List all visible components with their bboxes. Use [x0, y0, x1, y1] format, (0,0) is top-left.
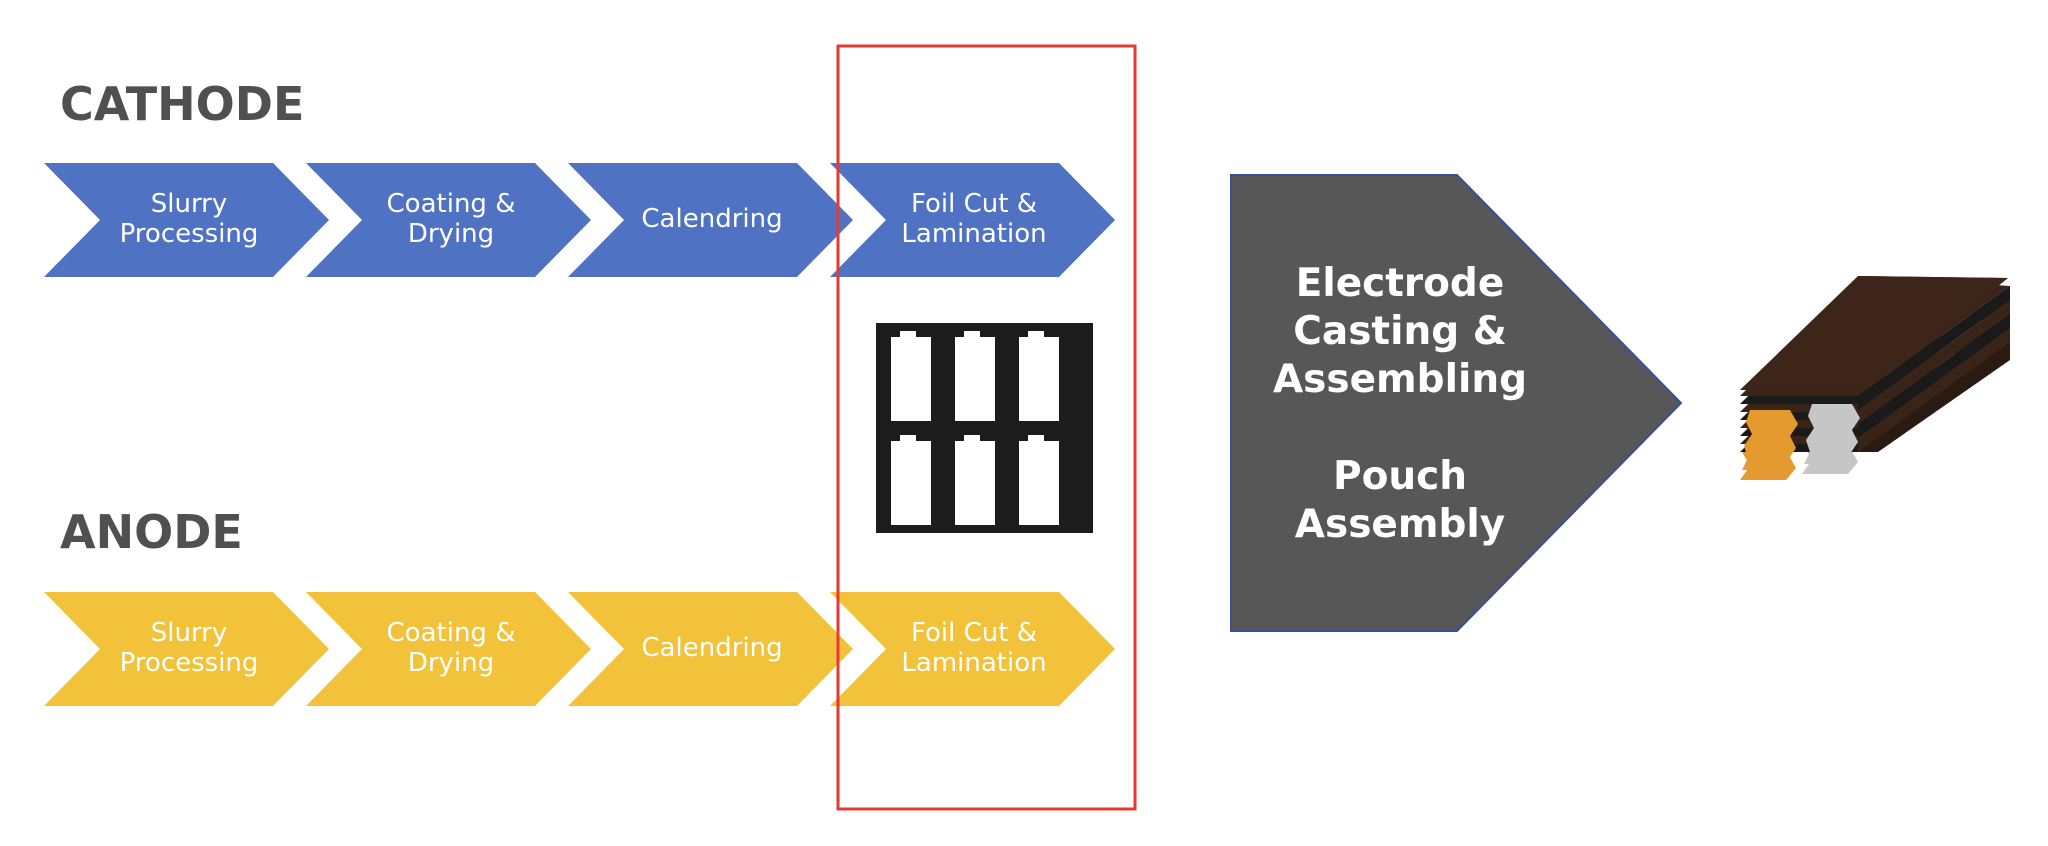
step-label-line2: Drying — [408, 648, 494, 678]
step-label-line1: Slurry — [151, 189, 228, 219]
step-label-line1: Coating & — [387, 189, 516, 219]
anode-step-foil-cut: Foil Cut & Lamination — [830, 592, 1115, 706]
final-step-line1: Electrode — [1296, 261, 1505, 306]
step-label-line2: Processing — [120, 648, 259, 678]
pouch-cell-stack-icon — [1740, 276, 2010, 480]
final-step-line6: Assembly — [1295, 502, 1505, 547]
final-step-line3: Assembling — [1273, 357, 1527, 402]
anode-step-slurry: Slurry Processing — [44, 592, 329, 706]
final-step-line2: Casting & — [1293, 309, 1506, 354]
step-label-line1: Calendring — [641, 633, 782, 663]
step-label-line1: Slurry — [151, 618, 228, 648]
cathode-steps: Slurry Processing Coating & Drying Calen… — [44, 163, 1115, 277]
cathode-step-coating: Coating & Drying — [306, 163, 591, 277]
final-step-arrow: Electrode Casting & Assembling Pouch Ass… — [1230, 174, 1683, 632]
anode-step-coating: Coating & Drying — [306, 592, 591, 706]
step-label-line2: Lamination — [901, 648, 1046, 678]
final-step-line5: Pouch — [1333, 454, 1467, 499]
highlight-box — [836, 44, 1137, 811]
cathode-step-foil-cut: Foil Cut & Lamination — [830, 163, 1115, 277]
cathode-title: CATHODE — [60, 77, 304, 131]
step-label-line2: Drying — [408, 219, 494, 249]
step-label-line1: Foil Cut & — [911, 189, 1037, 219]
anode-steps: Slurry Processing Coating & Drying Calen… — [44, 592, 1115, 706]
anode-title: ANODE — [60, 505, 243, 559]
cathode-step-slurry: Slurry Processing — [44, 163, 329, 277]
step-label-line2: Processing — [120, 219, 259, 249]
electrode-foil-sheets-icon — [876, 323, 1093, 533]
step-label-line1: Coating & — [387, 618, 516, 648]
step-label-line1: Calendring — [641, 204, 782, 234]
anode-step-calendring: Calendring — [568, 592, 853, 706]
step-label-line2: Lamination — [901, 219, 1046, 249]
step-label-line1: Foil Cut & — [911, 618, 1037, 648]
cathode-step-calendring: Calendring — [568, 163, 853, 277]
